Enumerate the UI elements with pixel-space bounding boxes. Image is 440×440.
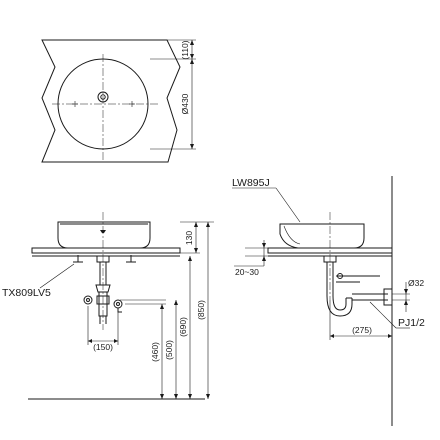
waste-leader bbox=[39, 263, 75, 289]
dim-height-130: 130 bbox=[184, 231, 194, 245]
dim-depth-275: (275) bbox=[352, 325, 372, 335]
valve-right bbox=[113, 299, 123, 309]
dim-height-460: (460) bbox=[150, 342, 160, 362]
dim-diameter-32: Ø32 bbox=[408, 278, 424, 288]
plan-view: (110) Ø430 bbox=[41, 39, 196, 163]
plan-drain-outer bbox=[97, 91, 109, 103]
front-basin bbox=[57, 221, 151, 249]
label-basin-model: LW895J bbox=[232, 177, 270, 189]
dim-spacing-150: (150) bbox=[93, 342, 113, 352]
dim-height-690: (690) bbox=[178, 317, 188, 337]
trap-leader bbox=[369, 301, 397, 329]
plan-drain-inner bbox=[100, 94, 106, 100]
valve-left bbox=[83, 295, 93, 305]
dim-diameter-430: Ø430 bbox=[180, 93, 190, 114]
front-view: TX809LV5 (150) (460) (500) bbox=[2, 212, 214, 400]
dim-height-850: (850) bbox=[196, 300, 206, 320]
plan-countertop-outline bbox=[41, 39, 181, 163]
side-view: LW895J 20~30 Ø32 P bbox=[232, 176, 425, 426]
label-waste-model: TX809LV5 bbox=[2, 287, 51, 299]
label-trap-model: PJ1/2 bbox=[398, 317, 425, 329]
front-countertop bbox=[31, 247, 181, 254]
side-basin bbox=[279, 223, 365, 249]
wall-flange bbox=[383, 288, 393, 306]
basin-leader bbox=[275, 187, 301, 223]
dim-range-20-30: 20~30 bbox=[235, 267, 259, 277]
dim-height-500: (500) bbox=[164, 340, 174, 360]
dim-top-110: (110) bbox=[180, 40, 190, 59]
